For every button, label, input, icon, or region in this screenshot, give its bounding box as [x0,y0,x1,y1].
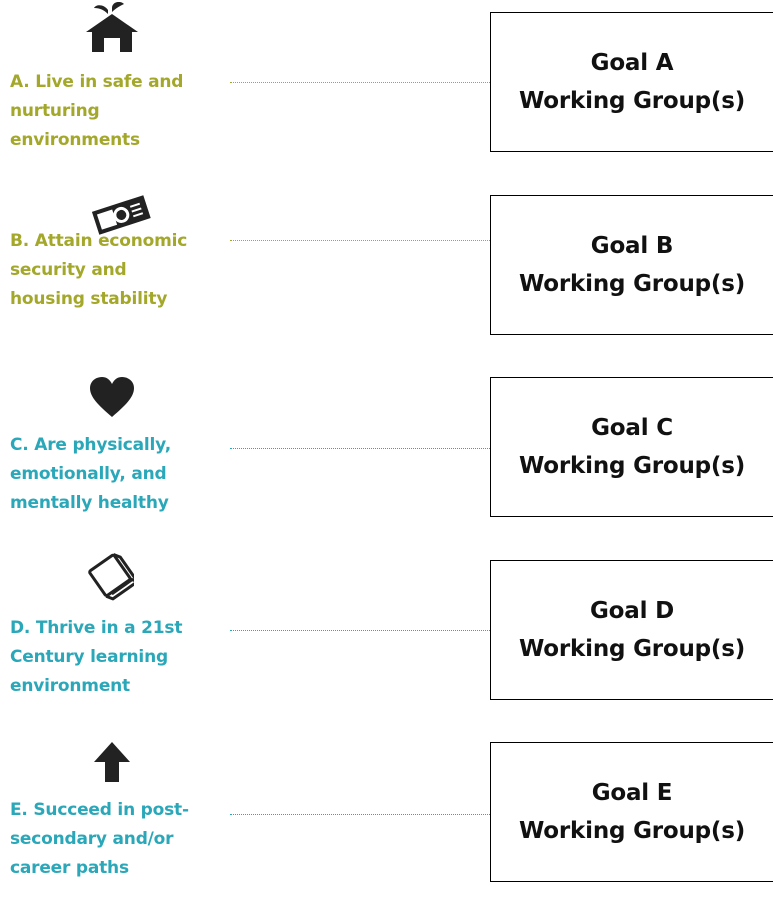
goal-row-d: D. Thrive in a 21st Century learning env… [0,548,773,728]
goal-box-d: Goal D Working Group(s) [490,560,773,700]
goal-row-e: E. Succeed in post- secondary and/or car… [0,730,773,910]
goal-box-title: Goal D [590,598,674,624]
goal-label-line: D. Thrive in a 21st [10,618,183,638]
goal-label-line: housing stability [10,289,168,309]
goal-label-line: C. Are physically, [10,435,171,455]
goal-label-line: B. Attain economic [10,231,188,251]
connector-line [230,82,490,83]
goal-box-c: Goal C Working Group(s) [490,377,773,517]
goal-row-c: C. Are physically, emotionally, and ment… [0,365,773,545]
goal-label-line: emotionally, and [10,464,167,484]
connector-line [230,448,490,449]
goal-box-a: Goal A Working Group(s) [490,12,773,152]
goal-label-line: A. Live in safe and [10,72,184,92]
goal-label-e: E. Succeed in post- secondary and/or car… [10,796,225,883]
goal-label-line: nurturing [10,101,100,121]
goal-label-a: A. Live in safe and nurturing environmen… [10,68,225,155]
goal-label-line: Century learning [10,647,168,667]
connector-line [230,630,490,631]
goal-box-e: Goal E Working Group(s) [490,742,773,882]
goal-box-title: Goal B [590,233,674,259]
heart-icon [90,377,134,417]
up-arrow-icon [94,742,130,782]
goal-label-b: B. Attain economic security and housing … [10,227,225,314]
goal-box-subtitle: Working Group(s) [518,88,746,114]
goal-box-subtitle: Working Group(s) [518,271,746,297]
money-bill-icon [91,195,151,235]
goal-label-c: C. Are physically, emotionally, and ment… [10,431,225,518]
goal-label-line: mentally healthy [10,493,169,513]
goal-box-subtitle: Working Group(s) [518,453,746,479]
connector-line [230,814,490,815]
goal-label-line: security and [10,260,127,280]
goal-label-line: environment [10,676,130,696]
goal-label-line: secondary and/or [10,829,174,849]
goal-row-a: A. Live in safe and nurturing environmen… [0,0,773,180]
goal-label-line: environments [10,130,140,150]
goal-label-d: D. Thrive in a 21st Century learning env… [10,614,225,701]
goal-box-subtitle: Working Group(s) [518,636,746,662]
goal-box-b: Goal B Working Group(s) [490,195,773,335]
book-icon [88,553,134,601]
goal-row-b: B. Attain economic security and housing … [0,183,773,363]
goal-label-line: career paths [10,858,129,878]
goal-box-title: Goal C [591,415,673,441]
connector-line [230,240,490,241]
goal-box-title: Goal E [591,780,673,806]
goal-label-line: E. Succeed in post- [10,800,189,820]
goal-box-title: Goal A [590,50,674,76]
goal-box-subtitle: Working Group(s) [518,818,746,844]
house-with-leaf-icon [86,2,138,52]
